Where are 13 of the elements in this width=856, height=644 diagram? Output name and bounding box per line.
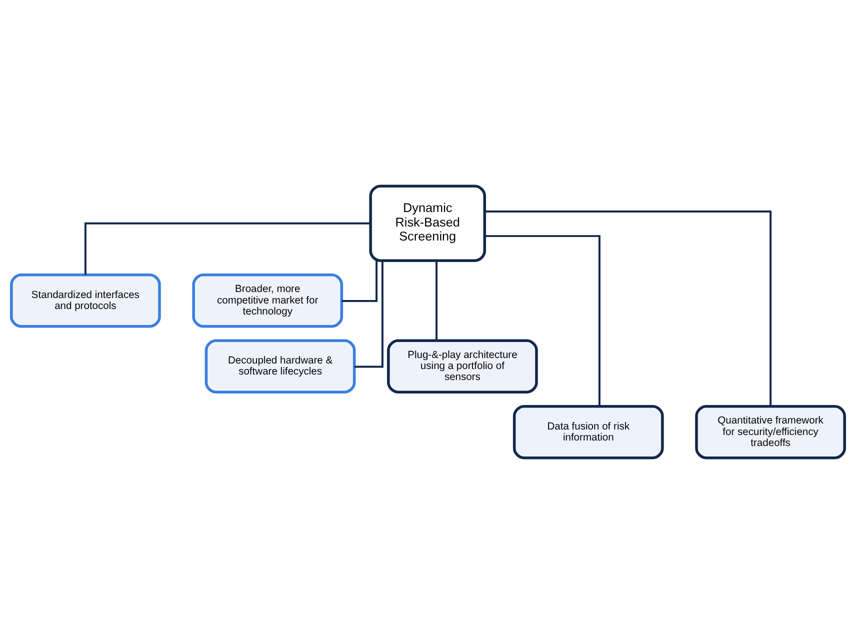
connector — [484, 235, 600, 406]
node-box: Quantitative framework for security/efficiency tradeoffs — [695, 404, 846, 460]
node-box: Broader, more competitive market for technology — [192, 274, 344, 328]
node-box: Plug-&-play architecture using a portfolio of sensors — [387, 339, 538, 394]
node-box: Dynamic Risk-Based Screening — [369, 184, 486, 262]
connector — [342, 260, 378, 302]
connector — [84, 222, 370, 275]
connector — [485, 210, 772, 406]
node-box: Standardized interfaces and protocols — [10, 274, 161, 328]
connector — [354, 260, 384, 368]
node-box: Data fusion of risk information — [512, 404, 664, 460]
connector — [436, 260, 438, 341]
node-box: Decoupled hardware & software lifecycles — [204, 339, 356, 394]
